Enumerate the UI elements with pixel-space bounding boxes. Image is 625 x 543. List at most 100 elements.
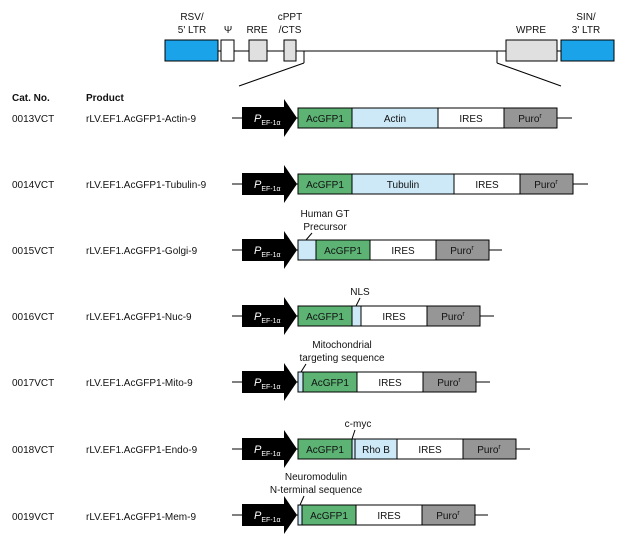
- row-product: rLV.EF1.AcGFP1-Actin-9: [86, 114, 196, 125]
- promoter-arrow: [242, 99, 297, 137]
- promoter-label: PEF-1α: [254, 444, 281, 458]
- promoter-arrow: [242, 363, 297, 401]
- fusion-label: Actin: [384, 114, 406, 125]
- wpre-label: WPRE: [516, 25, 546, 36]
- puro-label: Puror: [441, 311, 465, 323]
- acgfp1-label: AcGFP1: [311, 378, 349, 389]
- puro-box: [519, 173, 574, 195]
- ires-label: IRES: [378, 378, 402, 389]
- annotation-line-1: c-myc: [345, 419, 372, 430]
- expand-right-line: [496, 62, 562, 87]
- ires-label: IRES: [459, 114, 483, 125]
- row-cat-no: 0014VCT: [12, 180, 54, 191]
- annotation-pointer: [299, 495, 305, 506]
- row-product: rLV.EF1.AcGFP1-Tubulin-9: [86, 180, 207, 191]
- acgfp1-label: AcGFP1: [306, 180, 344, 191]
- puro-box: [422, 371, 477, 393]
- acgfp1-label: AcGFP1: [306, 114, 344, 125]
- rsv-label-2: 5' LTR: [178, 25, 206, 36]
- row-0015: 0015VCT rLV.EF1.AcGFP1-Golgi-9: [12, 246, 198, 257]
- signal-box: [297, 371, 304, 393]
- row-cat-no: 0015VCT: [12, 246, 54, 257]
- psi-box: [220, 39, 235, 62]
- row-product: rLV.EF1.AcGFP1-Nuc-9: [86, 312, 192, 323]
- puro-label: Puror: [477, 444, 501, 456]
- acgfp1-label: AcGFP1: [310, 511, 348, 522]
- annotation-line-2: N-terminal sequence: [270, 485, 363, 496]
- puro-label: Puror: [450, 245, 474, 257]
- promoter-arrow: [242, 165, 297, 203]
- promoter-arrow: [242, 430, 297, 468]
- row-cat-no: 0013VCT: [12, 114, 54, 125]
- signal-box: [351, 305, 362, 327]
- row-cat-no: 0016VCT: [12, 312, 54, 323]
- rre-box: [248, 39, 268, 62]
- puro-label: Puror: [437, 377, 461, 389]
- annotation-line-1: Mitochondrial: [312, 340, 371, 351]
- annotation-pointer: [305, 232, 313, 241]
- promoter-arrow: [242, 496, 297, 534]
- construct-tubulin: PEF-1α AcGFP1 Tubulin IRES Puror: [232, 165, 588, 203]
- fusion-label: Tubulin: [387, 180, 419, 191]
- puro-box: [426, 305, 481, 327]
- sin-label-2: 3' LTR: [572, 25, 600, 36]
- ires-label: IRES: [382, 312, 406, 323]
- cppt-box: [283, 39, 297, 62]
- construct-mito: Mitochondrial targeting sequence PEF-1α …: [232, 340, 490, 401]
- header-product: Product: [86, 93, 124, 104]
- row-product: rLV.EF1.AcGFP1-Endo-9: [86, 445, 198, 456]
- wpre-box: [505, 39, 558, 62]
- promoter-label: PEF-1α: [254, 179, 281, 193]
- ires-label: IRES: [418, 445, 442, 456]
- row-product: rLV.EF1.AcGFP1-Mem-9: [86, 512, 196, 523]
- sin-label-1: SIN/: [576, 12, 596, 23]
- ires-label: IRES: [391, 246, 415, 257]
- row-cat-no: 0019VCT: [12, 512, 54, 523]
- rre-label: RRE: [246, 25, 267, 36]
- annotation-pointer: [300, 363, 307, 373]
- header-cat-no: Cat. No.: [12, 93, 50, 104]
- promoter-label: PEF-1α: [254, 311, 281, 325]
- rsv-ltr-box: [164, 39, 219, 62]
- ires-label: IRES: [377, 511, 401, 522]
- annotation-line-1: Neuromodulin: [285, 472, 347, 483]
- backbone-top: RSV/ 5' LTR Ψ RRE cPPT /CTS WPRE SIN/ 3'…: [164, 12, 615, 87]
- expand-left-line: [238, 62, 305, 87]
- signal-box: [297, 239, 317, 261]
- puro-box: [503, 107, 558, 129]
- puro-box: [435, 239, 490, 261]
- cppt-label-2: /CTS: [279, 25, 302, 36]
- puro-box: [462, 438, 517, 460]
- row-0014: 0014VCT rLV.EF1.AcGFP1-Tubulin-9: [12, 180, 207, 191]
- acgfp1-label: AcGFP1: [324, 246, 362, 257]
- row-0017: 0017VCT rLV.EF1.AcGFP1-Mito-9: [12, 378, 193, 389]
- signal-box: [297, 504, 303, 526]
- annotation-line-1: NLS: [350, 287, 370, 298]
- sin-ltr-box: [560, 39, 615, 62]
- puro-label: Puror: [518, 113, 542, 125]
- acgfp1-label: AcGFP1: [306, 312, 344, 323]
- rsv-label-1: RSV/: [180, 12, 204, 23]
- promoter-label: PEF-1α: [254, 245, 281, 259]
- annotation-pointer: [351, 429, 356, 440]
- cppt-label-1: cPPT: [278, 12, 302, 23]
- acgfp1-label: AcGFP1: [306, 445, 344, 456]
- promoter-arrow: [242, 297, 297, 335]
- puro-label: Puror: [534, 179, 558, 191]
- annotation-line-2: targeting sequence: [299, 353, 385, 364]
- row-cat-no: 0017VCT: [12, 378, 54, 389]
- construct-endo: c-myc PEF-1α AcGFP1 Rho B IRES Puror: [232, 419, 530, 468]
- promoter-label: PEF-1α: [254, 113, 281, 127]
- construct-actin: PEF-1α AcGFP1 Actin IRES Puror: [232, 99, 572, 137]
- annotation-line-2: Precursor: [303, 222, 347, 233]
- annotation-line-1: Human GT: [301, 209, 350, 220]
- promoter-label: PEF-1α: [254, 377, 281, 391]
- fusion-label: Rho B: [362, 445, 390, 456]
- puro-box: [421, 504, 476, 526]
- puro-label: Puror: [436, 510, 460, 522]
- construct-nuc: NLS PEF-1α AcGFP1 IRES Puror: [232, 287, 494, 335]
- construct-mem: Neuromodulin N-terminal sequence PEF-1α …: [232, 472, 488, 534]
- row-0016: 0016VCT rLV.EF1.AcGFP1-Nuc-9: [12, 312, 192, 323]
- psi-label: Ψ: [224, 25, 232, 36]
